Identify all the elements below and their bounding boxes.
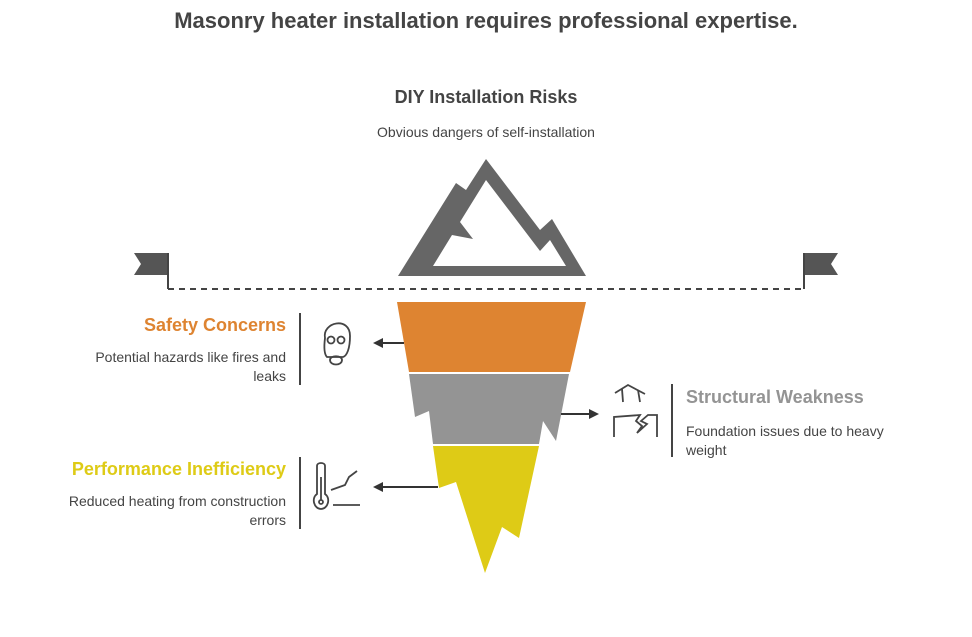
performance-title: Performance Inefficiency (71, 459, 286, 479)
safety-description: Potential hazards like fires and leaks (95, 349, 286, 384)
structural-title: Structural Weakness (686, 387, 864, 407)
tip-title: DIY Installation Risks (394, 87, 578, 107)
layer-safety (397, 302, 586, 372)
arrow-structural (561, 409, 599, 419)
left-flag-icon (134, 253, 169, 289)
layer-structural (409, 374, 569, 444)
arrow-performance (373, 482, 438, 492)
cracked-house-icon (613, 383, 658, 437)
thermometer-icon (312, 462, 360, 510)
tip-description: Obvious dangers of self-installation (377, 124, 595, 140)
performance-description: Reduced heating from construction errors (68, 493, 286, 528)
arrow-safety (373, 338, 404, 348)
gas-mask-icon (323, 322, 351, 366)
right-flag-icon (803, 253, 838, 289)
page-title: Masonry heater installation requires pro… (174, 8, 798, 33)
structural-description: Foundation issues due to heavy weight (686, 423, 884, 458)
mountain-tip-icon (398, 159, 586, 276)
safety-title: Safety Concerns (143, 315, 286, 335)
layer-performance (433, 446, 539, 573)
